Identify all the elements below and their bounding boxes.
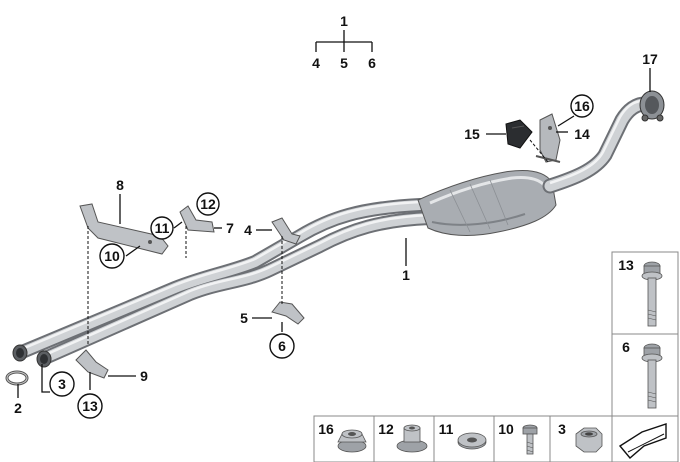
hw-label-11: 11	[439, 421, 454, 437]
washer-icon	[457, 432, 487, 450]
callout-3-circle	[49, 371, 75, 397]
leader-lines	[17, 30, 651, 398]
callout-6-top: 6	[368, 55, 376, 71]
flange-nut-icon	[337, 429, 367, 453]
callout-6: 6	[278, 338, 286, 354]
hanger-part-4	[271, 217, 301, 245]
callout-13: 13	[82, 398, 98, 414]
bolt-icon	[522, 424, 538, 455]
callout-5-top: 5	[340, 55, 348, 71]
front-pipe	[542, 96, 653, 194]
callout-10-circle	[99, 243, 125, 269]
bolt-6-icon	[641, 343, 663, 409]
callout-3: 3	[58, 376, 66, 392]
hanger-strap-part	[79, 203, 169, 255]
callout-10: 10	[104, 248, 120, 264]
callout-12-circle	[196, 192, 220, 216]
callout-14: 14	[574, 126, 590, 142]
hw-label-3: 3	[558, 421, 566, 437]
bolt-13-icon	[641, 261, 663, 327]
bracket-part-11-12	[179, 205, 215, 233]
callout-4: 4	[244, 222, 252, 238]
callout-16-circle	[570, 94, 594, 118]
hw-label-10: 10	[498, 421, 514, 437]
panel-6-label: 6	[622, 339, 630, 355]
hanger-part-9	[75, 349, 109, 379]
callout-1-top: 1	[340, 13, 348, 29]
exhaust-pipe-assembly	[12, 198, 437, 368]
callout-17: 17	[642, 51, 658, 67]
catalytic-converter	[417, 169, 557, 236]
callout-8: 8	[116, 177, 124, 193]
callout-16: 16	[574, 98, 590, 114]
callout-1: 1	[402, 267, 410, 283]
hanger-bracket-part	[535, 113, 561, 163]
callout-9: 9	[140, 368, 148, 384]
callout-7: 7	[226, 220, 234, 236]
hw-box-10	[493, 415, 551, 462]
collar-nut-icon	[396, 424, 428, 453]
panel-13-label: 13	[618, 257, 634, 273]
callout-labels: 1 4 5 6 17 16 15 14 8 12 11 7 10 4 1 5 6…	[14, 13, 658, 419]
callout-11-circle	[150, 216, 174, 240]
rubber-mount-part	[505, 119, 533, 149]
callout-5: 5	[240, 310, 248, 326]
callout-6-circle	[269, 333, 295, 359]
clamp-part	[639, 90, 665, 122]
callout-2: 2	[14, 400, 22, 416]
hanger-part-5	[271, 301, 305, 325]
callout-13-circle	[77, 393, 103, 419]
side-panel-bolts: 13 6	[611, 251, 679, 417]
hardware-row: 16 12 11 10 3	[313, 415, 679, 462]
callout-12: 12	[200, 196, 216, 212]
gasket-ring-part	[5, 370, 29, 386]
hw-label-12: 12	[378, 421, 394, 437]
hex-nut-icon	[575, 427, 603, 453]
hw-label-16: 16	[318, 421, 334, 437]
callout-15: 15	[464, 126, 480, 142]
direction-arrow-icon	[618, 423, 667, 459]
callout-4-top: 4	[312, 55, 320, 71]
callout-11: 11	[155, 220, 170, 236]
